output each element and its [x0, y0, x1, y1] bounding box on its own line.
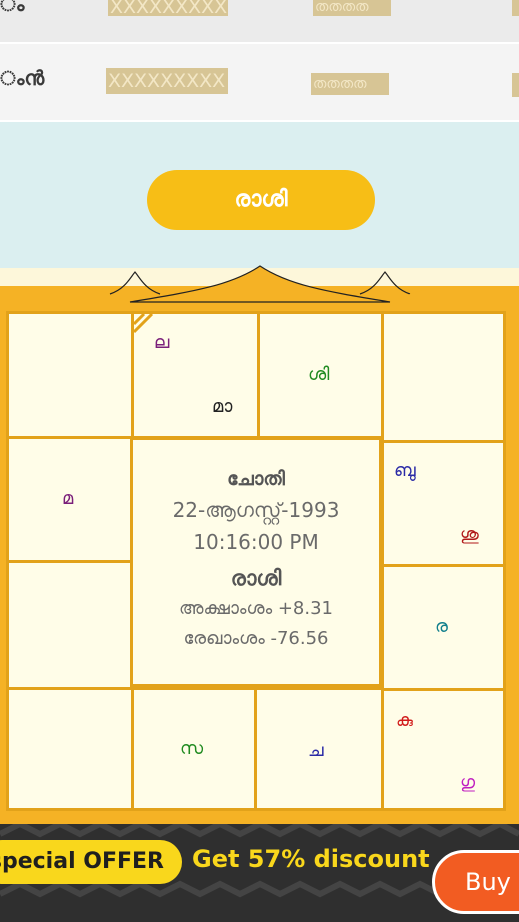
planet-label: ല: [154, 332, 170, 353]
chart-cell: [131, 687, 257, 811]
table-row: ം XXXXXXXXX തതതത: [0, 0, 519, 42]
masked-value: XXXXXXXXX: [108, 0, 228, 18]
masked-value-2: തതതത: [313, 0, 391, 16]
row-label: ംൻ: [0, 66, 45, 90]
masked-value-3: [512, 0, 519, 16]
chart-cell: [6, 687, 134, 811]
planet-label: ഗു: [460, 772, 476, 793]
rasi-button[interactable]: രാശി: [147, 170, 375, 230]
planet-label: ര: [435, 616, 448, 637]
table-row: ംൻ XXXXXXXXX തതതത: [0, 44, 519, 120]
chart-cell: [254, 687, 384, 811]
planet-label: ബു: [394, 460, 416, 481]
planet-label: മാ: [212, 396, 233, 417]
planet-label: ശു: [460, 524, 479, 545]
chart-cell: [6, 436, 134, 563]
chart-cell: [381, 564, 506, 691]
masked-value-3: [512, 73, 519, 97]
chart-cell: [6, 560, 134, 690]
masked-value: XXXXXXXXX: [106, 68, 228, 94]
planet-label: ച: [308, 740, 324, 761]
chart-cell: [381, 311, 506, 443]
discount-text: Get 57% discount: [192, 845, 430, 873]
planet-label: കു: [396, 710, 413, 731]
planet-label: മ: [62, 488, 74, 509]
row-label: ം: [0, 0, 25, 16]
chart-cell: [381, 440, 506, 567]
chart-cell: [257, 311, 384, 439]
chart-cell: [381, 688, 506, 811]
planet-label: സ: [180, 738, 204, 759]
birth-date: 22-ആഗസ്റ്റ്-1993: [172, 498, 340, 522]
buy-now-button[interactable]: Buy N: [432, 850, 519, 914]
chart-cell: [131, 311, 260, 439]
latitude-value: അക്ഷാംശം +8.31: [178, 598, 333, 619]
chart-cell: [6, 311, 134, 439]
lagna-marker-icon: [134, 314, 154, 334]
chart-title: രാശി: [230, 566, 282, 590]
longitude-value: രേഖാംശം -76.56: [183, 628, 329, 649]
arch-decoration: [0, 265, 519, 303]
birth-time: 10:16:00 PM: [193, 530, 319, 554]
planet-label: ശി: [308, 364, 330, 385]
masked-value-2: തതതത: [311, 73, 389, 95]
nakshatra-label: ചോതി: [227, 468, 285, 490]
chart-center: [130, 437, 382, 687]
special-offer-badge: special OFFER: [0, 840, 182, 884]
